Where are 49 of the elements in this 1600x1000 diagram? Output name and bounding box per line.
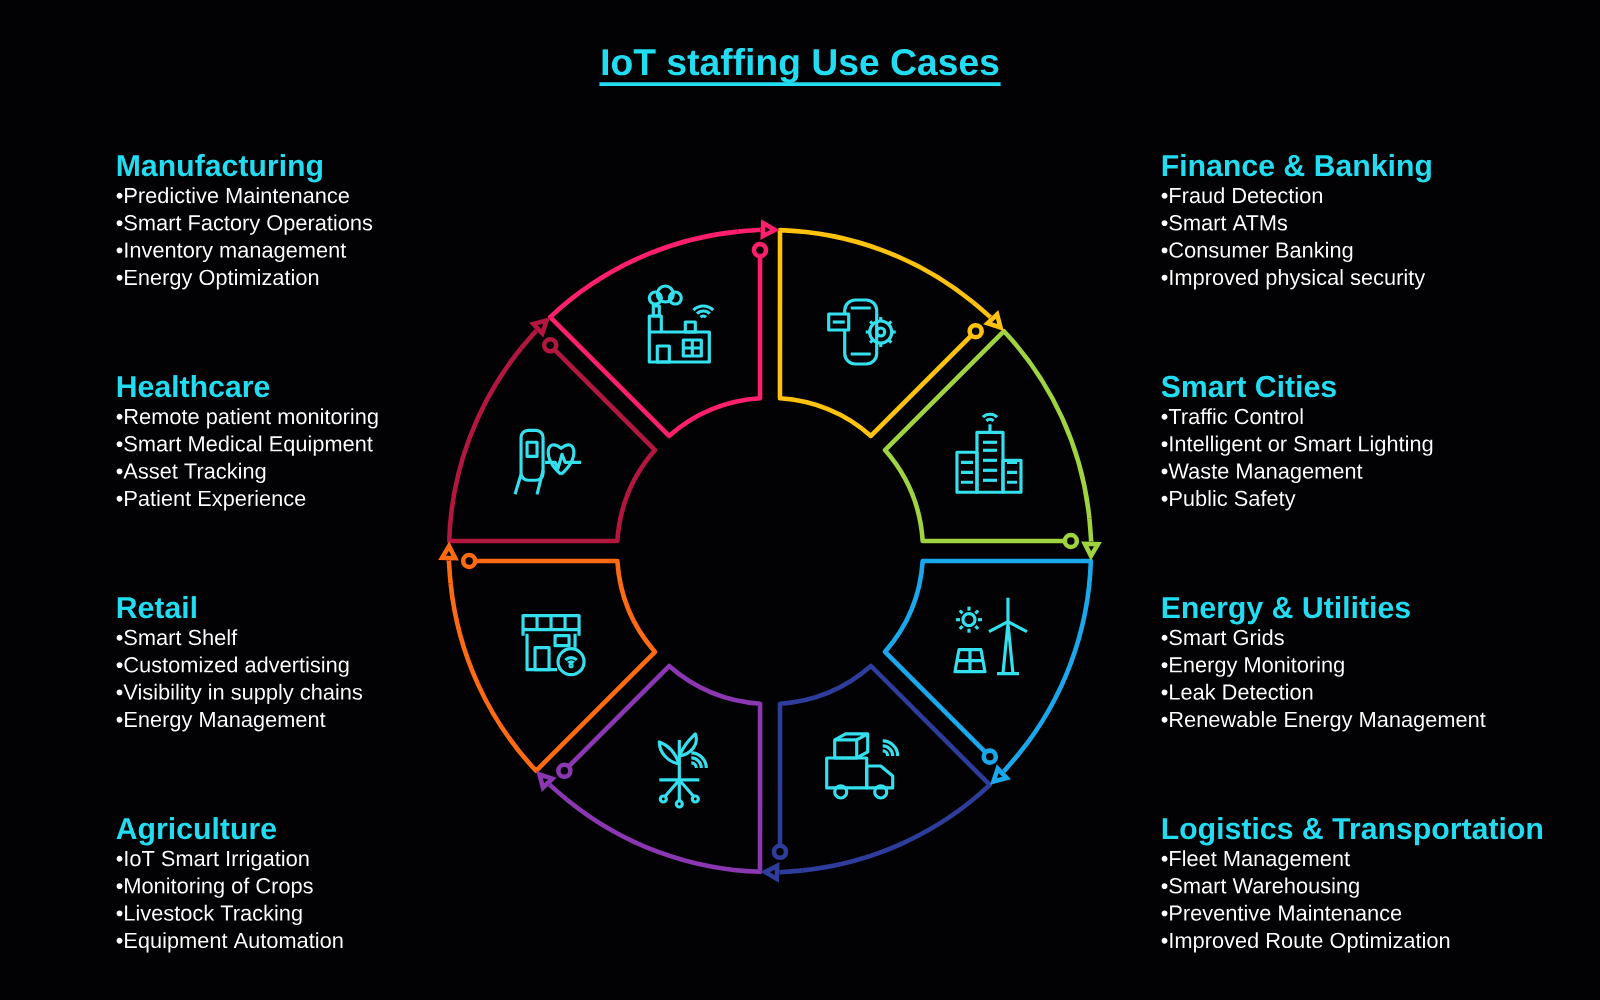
title: IoT staffing Use Cases <box>599 47 1001 87</box>
bullet-item: •Customized advertising <box>116 656 349 677</box>
bullet-item: •Smart Warehousing <box>1161 877 1359 898</box>
category-heading: Logistics & Transportation <box>1162 817 1542 846</box>
category-heading: Manufacturing <box>117 154 322 183</box>
bullet-item: •Remote patient monitoring <box>116 408 378 429</box>
bullet-item: •Energy Optimization <box>116 269 319 290</box>
bullet-item: •Preventive Maintenance <box>1161 904 1402 921</box>
bullet-item: •Smart Medical Equipment <box>116 435 373 456</box>
bullet-item: •Smart ATMs <box>1161 215 1288 231</box>
category-heading: Healthcare <box>117 375 270 398</box>
bullet-item: •Improved Route Optimization <box>1161 932 1450 953</box>
bullet-item: •IoT Smart Irrigation <box>116 850 309 871</box>
bullet-item: •Improved physical security <box>1161 269 1426 290</box>
bullet-item: •Patient Experience <box>116 490 306 511</box>
category-heading: Agriculture <box>116 817 276 846</box>
ring-segment <box>882 558 1094 765</box>
bullet-item: •Public Safety <box>1161 490 1296 511</box>
ring-segment <box>547 229 769 439</box>
category-heading: Retail <box>117 596 196 619</box>
bullet-item: •Waste Management <box>1161 463 1363 484</box>
ring-segment <box>771 663 993 873</box>
bullet-item: •Energy Monitoring <box>1161 656 1344 677</box>
category-heading: Finance & Banking <box>1162 154 1431 183</box>
category-heading: Smart Cities <box>1161 375 1336 398</box>
bullet-item: •Energy Management <box>116 711 326 732</box>
bullet-item: •Asset Tracking <box>116 462 266 484</box>
bullet-item: •Inventory management <box>116 242 347 263</box>
bullet-item: •Fleet Management <box>1161 850 1350 871</box>
bullet-item: •Livestock Tracking <box>116 904 302 926</box>
bullet-item: •Smart Shelf <box>116 629 238 646</box>
bullet-item: •Predictive Maintenance <box>116 187 349 204</box>
ring-segment <box>777 227 984 439</box>
bullet-item: •Intelligent or Smart Lighting <box>1161 435 1433 456</box>
ring-segment <box>556 663 763 875</box>
bullet-item: •Equipment Automation <box>116 932 343 953</box>
ring-segment <box>882 328 1092 550</box>
bullet-item: •Consumer Banking <box>1161 241 1353 263</box>
ring-segment <box>446 337 658 544</box>
bullet-item: •Traffic Control <box>1161 408 1303 425</box>
ring-segment <box>448 552 658 774</box>
bullet-item: •Monitoring of Crops <box>116 877 313 898</box>
bullet-item: •Smart Grids <box>1161 629 1284 646</box>
bullet-item: •Leak Detection <box>1161 683 1313 700</box>
bullet-item: •Smart Factory Operations <box>116 214 373 235</box>
bullet-item: •Visibility in supply chains <box>116 683 362 705</box>
category-heading: Energy & Utilities <box>1162 596 1410 625</box>
bullet-item: •Fraud Detection <box>1161 187 1322 204</box>
bullet-item: •Renewable Energy Management <box>1161 711 1486 732</box>
